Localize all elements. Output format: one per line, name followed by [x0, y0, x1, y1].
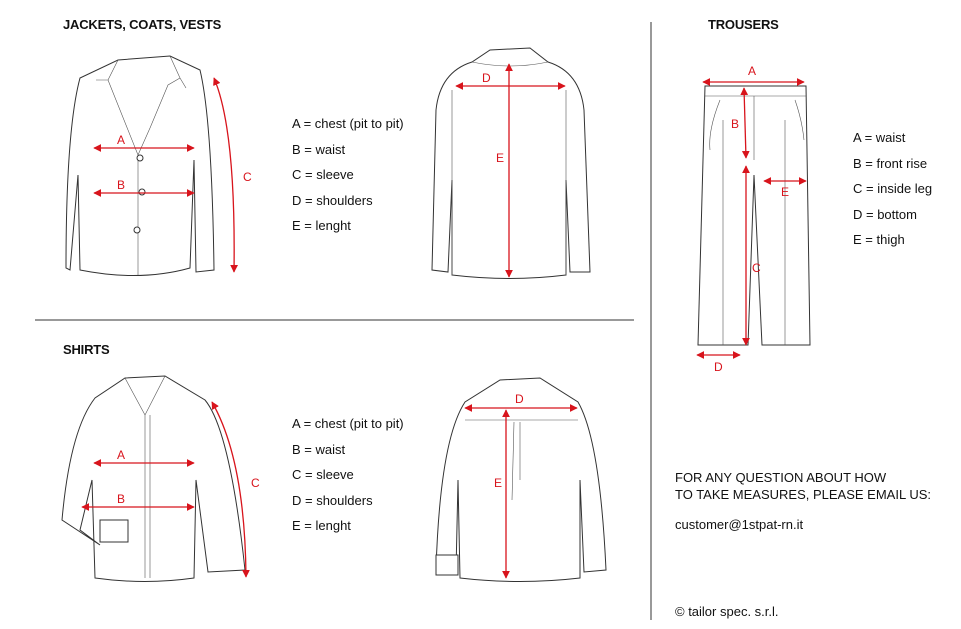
legend-item: B = waist — [292, 441, 346, 457]
marker-trousers-b: B — [731, 117, 740, 131]
marker-shirt-e: E — [494, 476, 503, 490]
marker-trousers-d: D — [714, 360, 723, 374]
legend-item: E = thigh — [853, 232, 905, 248]
shirt-back-drawing — [435, 377, 607, 582]
legend-item: D = shoulders — [292, 492, 373, 508]
jacket-front-drawing — [65, 55, 215, 277]
jacket-back-drawing — [431, 47, 591, 279]
legend-item: B = waist — [292, 141, 346, 157]
shirt-front-drawing — [61, 375, 246, 582]
marker-jacket-d: D — [482, 71, 491, 85]
trousers-title: TROUSERS — [708, 17, 779, 32]
copyright: © tailor spec. s.r.l. — [675, 604, 779, 619]
legend-item: C = inside leg — [853, 181, 933, 197]
contact-text: FOR ANY QUESTION ABOUT HOW TO TAKE MEASU… — [675, 469, 931, 503]
marker-shirt-d: D — [515, 392, 524, 406]
legend-item: C = sleeve — [292, 467, 354, 483]
legend-item: C = sleeve — [292, 167, 354, 183]
legend-item: D = bottom — [853, 206, 917, 222]
marker-shirt-b: B — [117, 492, 126, 506]
jackets-legend: A = chest (pit to pit) B = waist C = sle… — [292, 111, 404, 239]
marker-trousers-c: C — [752, 261, 761, 275]
trousers-drawing — [697, 85, 811, 346]
marker-trousers-a: A — [748, 64, 757, 78]
marker-jacket-b: B — [117, 178, 126, 192]
legend-item: E = lenght — [292, 218, 351, 234]
legend-item: A = chest (pit to pit) — [292, 416, 404, 431]
measurement-arrows — [81, 63, 807, 579]
shirts-legend: A = chest (pit to pit) B = waist C = sle… — [292, 411, 404, 539]
marker-jacket-e: E — [496, 151, 505, 165]
contact-line-2: TO TAKE MEASURES, PLEASE EMAIL US: — [675, 487, 931, 502]
legend-item: E = lenght — [292, 518, 351, 534]
marker-trousers-e: E — [781, 185, 790, 199]
shirts-title: SHIRTS — [63, 342, 110, 357]
legend-item: D = shoulders — [292, 192, 373, 208]
contact-line-1: FOR ANY QUESTION ABOUT HOW — [675, 470, 887, 485]
legend-item: A = waist — [853, 130, 906, 145]
marker-jacket-c: C — [243, 170, 252, 184]
marker-jacket-a: A — [117, 133, 126, 147]
marker-shirt-c: C — [251, 476, 260, 490]
legend-item: B = front rise — [853, 155, 928, 171]
jackets-title: JACKETS, COATS, VESTS — [63, 17, 222, 32]
marker-shirt-a: A — [117, 448, 126, 462]
contact-email-link[interactable]: customer@1stpat-rn.it — [675, 517, 804, 532]
legend-item: A = chest (pit to pit) — [292, 116, 404, 131]
trousers-legend: A = waist B = front rise C = inside leg … — [853, 125, 932, 253]
